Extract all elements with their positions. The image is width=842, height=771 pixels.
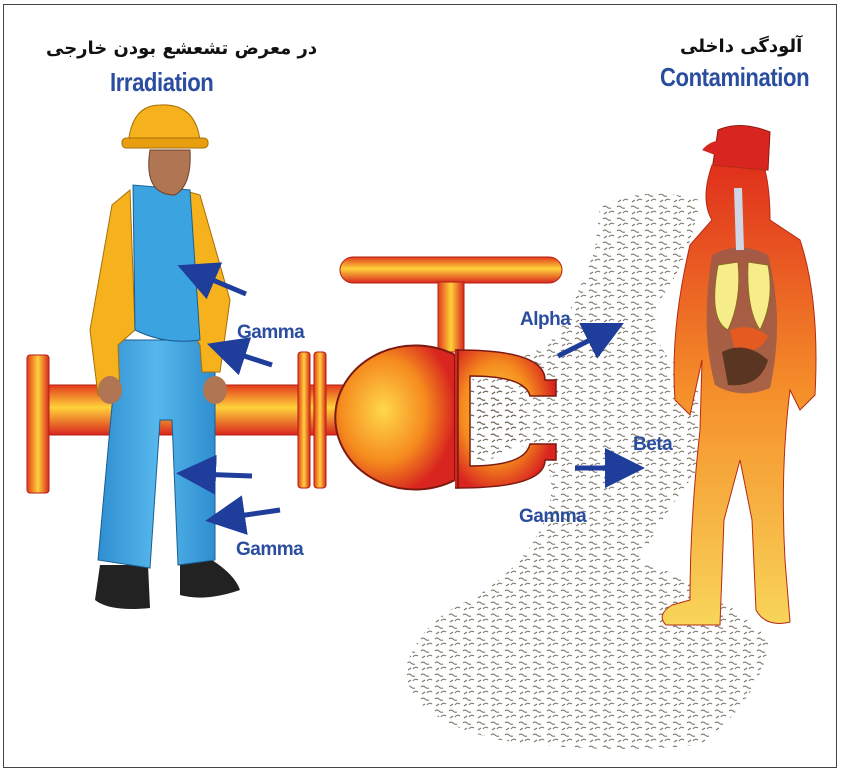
- gamma-label-left-upper: Gamma: [237, 322, 304, 344]
- gamma-label-left-lower: Gamma: [236, 539, 303, 561]
- valve: [335, 257, 562, 490]
- irradiation-title: Irradiation: [110, 67, 213, 98]
- beta-label: Beta: [633, 434, 672, 456]
- contamination-title: Contamination: [660, 62, 809, 93]
- contamination-title-fa: آلودگی داخلی: [680, 36, 802, 57]
- alpha-label: Alpha: [520, 309, 570, 331]
- worker-irradiation: [90, 105, 240, 609]
- irradiation-title-fa: در معرض تشعشع بودن خارجی: [46, 38, 317, 59]
- gamma-label-right: Gamma: [519, 506, 586, 528]
